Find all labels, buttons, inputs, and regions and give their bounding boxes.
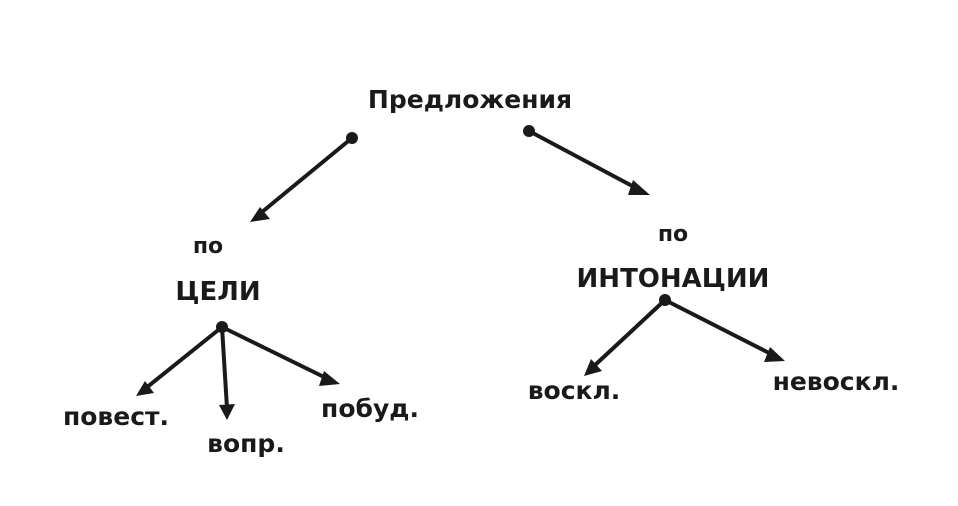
edge-purpose-to-question — [220, 325, 229, 410]
arrowhead-nonexclamatory — [764, 347, 785, 362]
arrowhead-purpose — [250, 207, 270, 222]
arrowhead-intonation — [628, 180, 650, 195]
edge-intonation-to-exclamatory — [592, 298, 667, 368]
arrowhead-exclamatory — [584, 359, 602, 376]
arrowhead-imperative — [319, 371, 340, 386]
edge-purpose-to-imperative — [220, 325, 328, 380]
leaf-imperative-label: побуд. — [321, 394, 419, 423]
intonation-prefix-label: по — [658, 222, 688, 247]
arrowhead-question — [219, 404, 235, 420]
edge-root-to-purpose — [260, 136, 354, 214]
root-label: Предложения — [368, 85, 572, 114]
arrowhead-narrative — [136, 381, 154, 396]
leaf-question-label: вопр. — [207, 429, 285, 458]
purpose-title-label: ЦЕЛИ — [175, 277, 260, 307]
intonation-title-label: ИНТОНАЦИИ — [577, 264, 770, 294]
leaf-narrative-label: повест. — [63, 402, 169, 431]
leaf-nonexclamatory-label: невоскл. — [773, 367, 900, 396]
leaf-exclamatory-label: воскл. — [528, 376, 621, 405]
edge-intonation-to-nonexclamatory — [663, 298, 773, 356]
purpose-prefix-label: по — [193, 234, 223, 259]
edge-root-to-intonation — [527, 129, 638, 190]
edge-purpose-to-narrative — [144, 325, 224, 390]
